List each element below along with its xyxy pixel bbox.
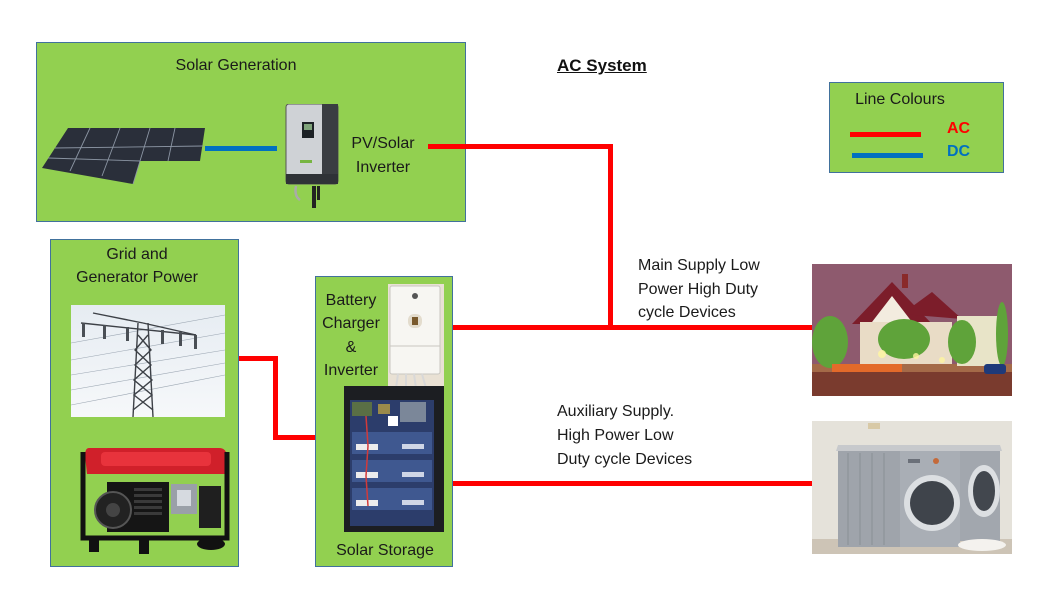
- storage-label-1: Battery: [325, 292, 377, 309]
- grid-generator-box: Grid and Generator Power: [50, 239, 239, 567]
- main-supply-label-2: Power High Duty: [638, 281, 759, 298]
- diagram-title: AC System: [557, 56, 647, 75]
- solar-panel-icon: [40, 126, 206, 186]
- battery-rack-icon: [344, 386, 444, 532]
- solar-storage-box: Battery Charger & Inverter: [315, 276, 453, 567]
- legend-ac-label: AC: [947, 120, 971, 137]
- auxiliary-supply-label-3: Duty cycle Devices: [557, 451, 693, 468]
- storage-label-3: &: [345, 339, 357, 356]
- ac-wire-grid-to-storage-vertical: [273, 356, 278, 440]
- ac-wire-grid-to-storage-lower: [273, 435, 316, 440]
- ac-wire-main-supply: [453, 325, 813, 330]
- pv-inverter-label-2: Inverter: [355, 159, 411, 176]
- ac-wire-pv-inverter-down: [608, 144, 613, 330]
- legend-dc-swatch: [852, 153, 923, 158]
- power-pylon-icon: [71, 305, 225, 417]
- dc-wire-panel-to-inverter: [205, 146, 277, 151]
- auxiliary-supply-label-1: Auxiliary Supply.: [557, 403, 675, 420]
- battery-inverter-icon: [388, 284, 444, 388]
- main-supply-label-1: Main Supply Low: [638, 257, 760, 274]
- pv-inverter-icon: [284, 104, 340, 210]
- legend-dc-label: DC: [947, 143, 971, 160]
- generator-icon: [79, 444, 231, 554]
- storage-footer: Solar Storage: [336, 542, 434, 559]
- legend-ac-swatch: [850, 132, 921, 137]
- house-icon: [812, 264, 1012, 396]
- grid-generator-title-1: Grid and: [106, 246, 168, 263]
- pv-inverter-label-1: PV/Solar: [351, 135, 415, 152]
- solar-generation-title: Solar Generation: [175, 57, 297, 74]
- legend-title: Line Colours: [855, 91, 945, 108]
- legend-box: Line Colours AC DC: [829, 82, 1004, 173]
- auxiliary-supply-label-2: High Power Low: [557, 427, 674, 444]
- ac-wire-auxiliary-supply: [453, 481, 813, 486]
- main-supply-label-3: cycle Devices: [638, 304, 736, 321]
- storage-label-2: Charger: [322, 315, 380, 332]
- grid-generator-title-2: Generator Power: [76, 269, 198, 286]
- ac-wire-grid-to-storage: [239, 356, 277, 361]
- storage-label-4: Inverter: [323, 362, 379, 379]
- solar-generation-box: Solar Generation: [36, 42, 466, 222]
- ac-wire-pv-inverter-out: [428, 144, 613, 149]
- washing-machine-icon: [812, 421, 1012, 554]
